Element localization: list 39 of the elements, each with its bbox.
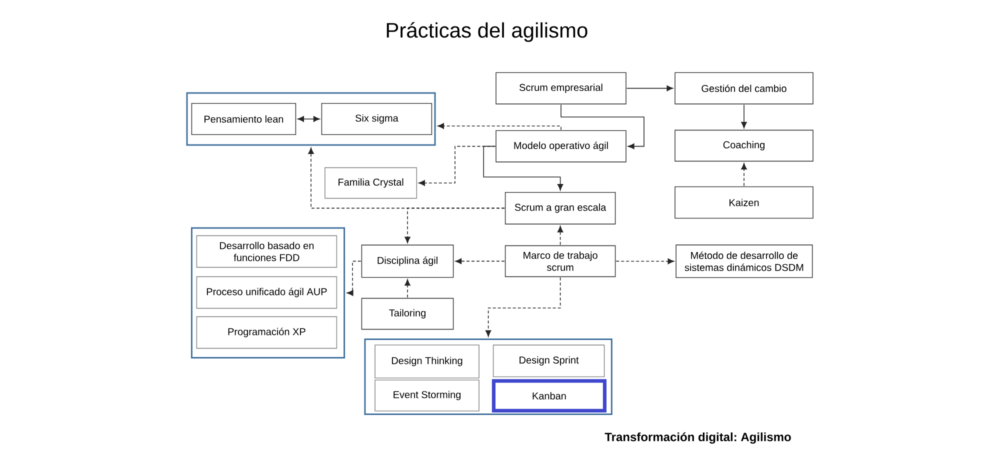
process-box: Gestión del cambio bbox=[674, 72, 814, 104]
process-box: Familia Crystal bbox=[324, 167, 418, 199]
process-box: Desarrollo basado en funciones FDD bbox=[196, 235, 338, 268]
process-box: Kaizen bbox=[674, 186, 814, 219]
arrow bbox=[616, 258, 674, 264]
arrow bbox=[455, 258, 505, 264]
process-box: Design Sprint bbox=[492, 344, 605, 378]
arrow bbox=[741, 104, 747, 128]
process-box: Modelo operativo ágil bbox=[496, 130, 626, 162]
process-box: Proceso unificado ágil AUP bbox=[196, 276, 338, 309]
process-box: Disciplina ágil bbox=[361, 244, 454, 278]
arrow bbox=[483, 146, 564, 191]
caption: Transformación digital: Agilismo bbox=[604, 432, 791, 444]
arrow bbox=[404, 279, 410, 298]
process-box: Design Thinking bbox=[374, 344, 480, 378]
process-box: Tailoring bbox=[361, 298, 454, 330]
arrow bbox=[560, 104, 644, 150]
process-box: Scrum a gran escala bbox=[504, 192, 616, 224]
arrow bbox=[485, 277, 561, 337]
arrow bbox=[557, 226, 564, 246]
group-box bbox=[364, 338, 612, 416]
arrow bbox=[741, 163, 747, 186]
group-box bbox=[186, 92, 436, 146]
process-box: Coaching bbox=[674, 130, 814, 162]
title: Prácticas del agilismo bbox=[386, 22, 588, 42]
process-box: Marco de trabajo scrum bbox=[504, 245, 616, 278]
process-box: Pensamiento lean bbox=[191, 102, 296, 136]
process-box: Programación XP bbox=[196, 316, 338, 349]
arrow bbox=[626, 85, 674, 92]
process-box: Event Storming bbox=[374, 380, 480, 412]
process-box: Método de desarrollo de sistemas dinámicos DSDM bbox=[676, 244, 813, 278]
process-box: Six sigma bbox=[321, 102, 432, 136]
arrow bbox=[346, 260, 362, 296]
arrow bbox=[438, 123, 562, 130]
process-box: Kanban bbox=[492, 379, 606, 412]
process-box: Scrum empresarial bbox=[496, 72, 626, 104]
arrow bbox=[404, 208, 505, 244]
arrow bbox=[298, 116, 320, 122]
group-box bbox=[190, 227, 346, 358]
